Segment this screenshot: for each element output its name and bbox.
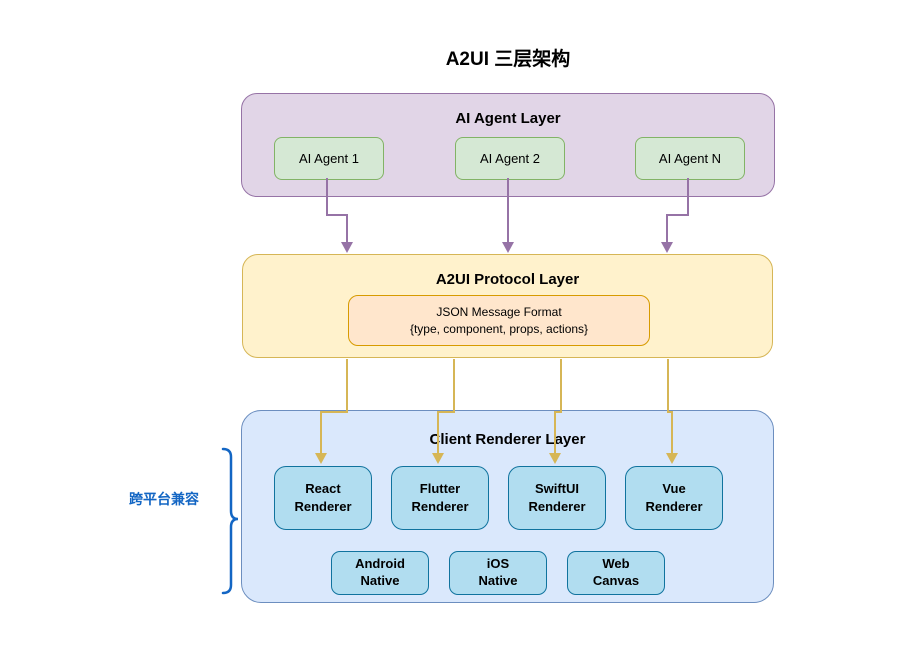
android-native-box: Android Native — [331, 551, 429, 595]
diagram-title: A2UI 三层架构 — [445, 49, 571, 70]
json-message-line1: JSON Message Format — [436, 305, 562, 320]
swiftui-renderer-box: SwiftUI Renderer — [508, 466, 606, 530]
flutter-renderer-box: Flutter Renderer — [391, 466, 489, 530]
protocol-layer-title: A2UI Protocol Layer — [435, 271, 580, 288]
protocol-layer: A2UI Protocol Layer JSON Message Format … — [242, 254, 773, 358]
arrowhead-agent1-icon — [341, 242, 353, 253]
ai-agent-layer-title: AI Agent Layer — [455, 110, 561, 127]
client-renderer-layer-title: Client Renderer Layer — [429, 431, 586, 448]
ai-agent-layer: AI Agent Layer AI Agent 1 AI Agent 2 AI … — [241, 93, 775, 197]
react-renderer-box: React Renderer — [274, 466, 372, 530]
web-canvas-box: Web Canvas — [567, 551, 665, 595]
arrowhead-agentN-icon — [661, 242, 673, 253]
json-message-box: JSON Message Format {type, component, pr… — [348, 295, 650, 346]
ai-agent-n-box: AI Agent N — [635, 137, 745, 180]
client-renderer-layer: Client Renderer Layer React Renderer Flu… — [241, 410, 774, 603]
ai-agent-1-box: AI Agent 1 — [274, 137, 384, 180]
cross-platform-label: 跨平台兼容 — [129, 491, 199, 507]
ios-native-box: iOS Native — [449, 551, 547, 595]
agent-to-protocol-arrowheads — [341, 242, 673, 253]
cross-platform-brace-icon — [221, 447, 239, 595]
json-message-line2: {type, component, props, actions} — [409, 321, 589, 336]
arrowhead-agent2-icon — [502, 242, 514, 253]
ai-agent-2-box: AI Agent 2 — [455, 137, 565, 180]
vue-renderer-box: Vue Renderer — [625, 466, 723, 530]
